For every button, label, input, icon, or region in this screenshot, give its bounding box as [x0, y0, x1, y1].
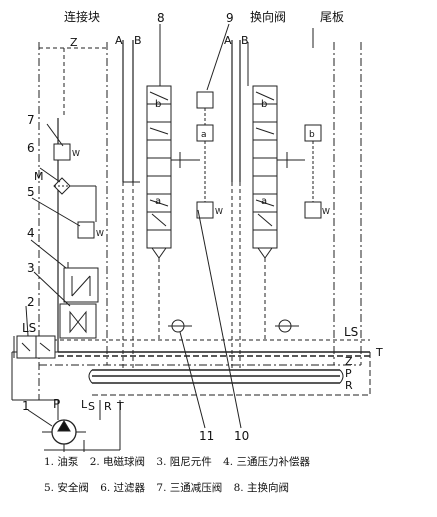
label-spool-b-1: b: [155, 99, 161, 110]
callout-5: 5: [27, 185, 35, 199]
label-directional-valve: 换向阀: [250, 9, 286, 24]
callout-1: 1: [22, 399, 30, 413]
label-spool-a-2: a: [261, 196, 267, 207]
legend-item-1: 1. 油泵: [44, 456, 79, 468]
label-port-z-right: Z: [345, 355, 353, 368]
callout-7: 7: [27, 113, 35, 127]
label-port-t-bottom: T: [116, 400, 124, 413]
label-port-p-right: P: [345, 367, 352, 380]
label-w-pilot-2: W: [322, 207, 330, 216]
label-pilot-b-2: b: [309, 130, 315, 140]
label-ls-right: LS: [344, 325, 358, 339]
label-port-z-top: Z: [70, 36, 78, 49]
callout-2: 2: [27, 295, 35, 309]
callout-4: 4: [27, 226, 35, 240]
legend-item-7: 7. 三通减压阀: [156, 482, 223, 494]
callout-3: 3: [27, 261, 35, 275]
label-port-b-1: B: [134, 34, 142, 47]
label-port-p-bottom: P: [53, 397, 60, 411]
callout-9: 9: [226, 11, 234, 25]
label-port-r-bottom: R: [104, 400, 112, 413]
label-port-t-right: T: [375, 346, 383, 359]
legend-item-8: 8. 主换向阀: [233, 482, 289, 494]
label-port-b-2: B: [241, 34, 249, 47]
label-spool-b-2: b: [261, 99, 267, 110]
label-spool-a-1: a: [155, 196, 161, 207]
legend-item-6: 6. 过滤器: [100, 482, 146, 494]
label-port-a-2: A: [224, 34, 232, 47]
label-w-7: W: [72, 149, 80, 158]
label-ls-left: LS: [22, 321, 36, 335]
legend: 1. 油泵 2. 电磁球阀 3. 阻尼元件 4. 三通压力补偿器 5. 安全阀 …: [0, 452, 437, 517]
legend-row-2: 5. 安全阀 6. 过滤器 7. 三通减压阀 8. 主换向阀: [44, 480, 297, 495]
label-pilot-a-1: a: [201, 130, 207, 140]
label-connector-block: 连接块: [64, 9, 100, 24]
callout-10: 10: [234, 429, 249, 443]
label-end-plate: 尾板: [320, 10, 344, 24]
legend-row-1: 1. 油泵 2. 电磁球阀 3. 阻尼元件 4. 三通压力补偿器: [44, 454, 318, 469]
legend-item-3: 3. 阻尼元件: [156, 456, 212, 468]
label-port-l-bottom: L: [81, 398, 88, 411]
label-w-5: W: [96, 229, 104, 238]
label-port-m: M: [34, 170, 44, 183]
label-port-r-right: R: [345, 379, 353, 392]
label-w-pilot-1: W: [215, 207, 223, 216]
hydraulic-schematic: 连接块 换向阀 尾板 Z A B A B b a b a a b W W W W…: [11, 9, 383, 452]
callout-11: 11: [199, 429, 214, 443]
legend-item-5: 5. 安全阀: [44, 482, 89, 494]
legend-item-4: 4. 三通压力补偿器: [223, 456, 310, 468]
callout-8: 8: [157, 11, 165, 25]
label-port-s-bottom: S: [88, 400, 95, 413]
label-port-a-1: A: [115, 34, 123, 47]
callout-6: 6: [27, 141, 35, 155]
legend-item-2: 2. 电磁球阀: [89, 456, 146, 468]
